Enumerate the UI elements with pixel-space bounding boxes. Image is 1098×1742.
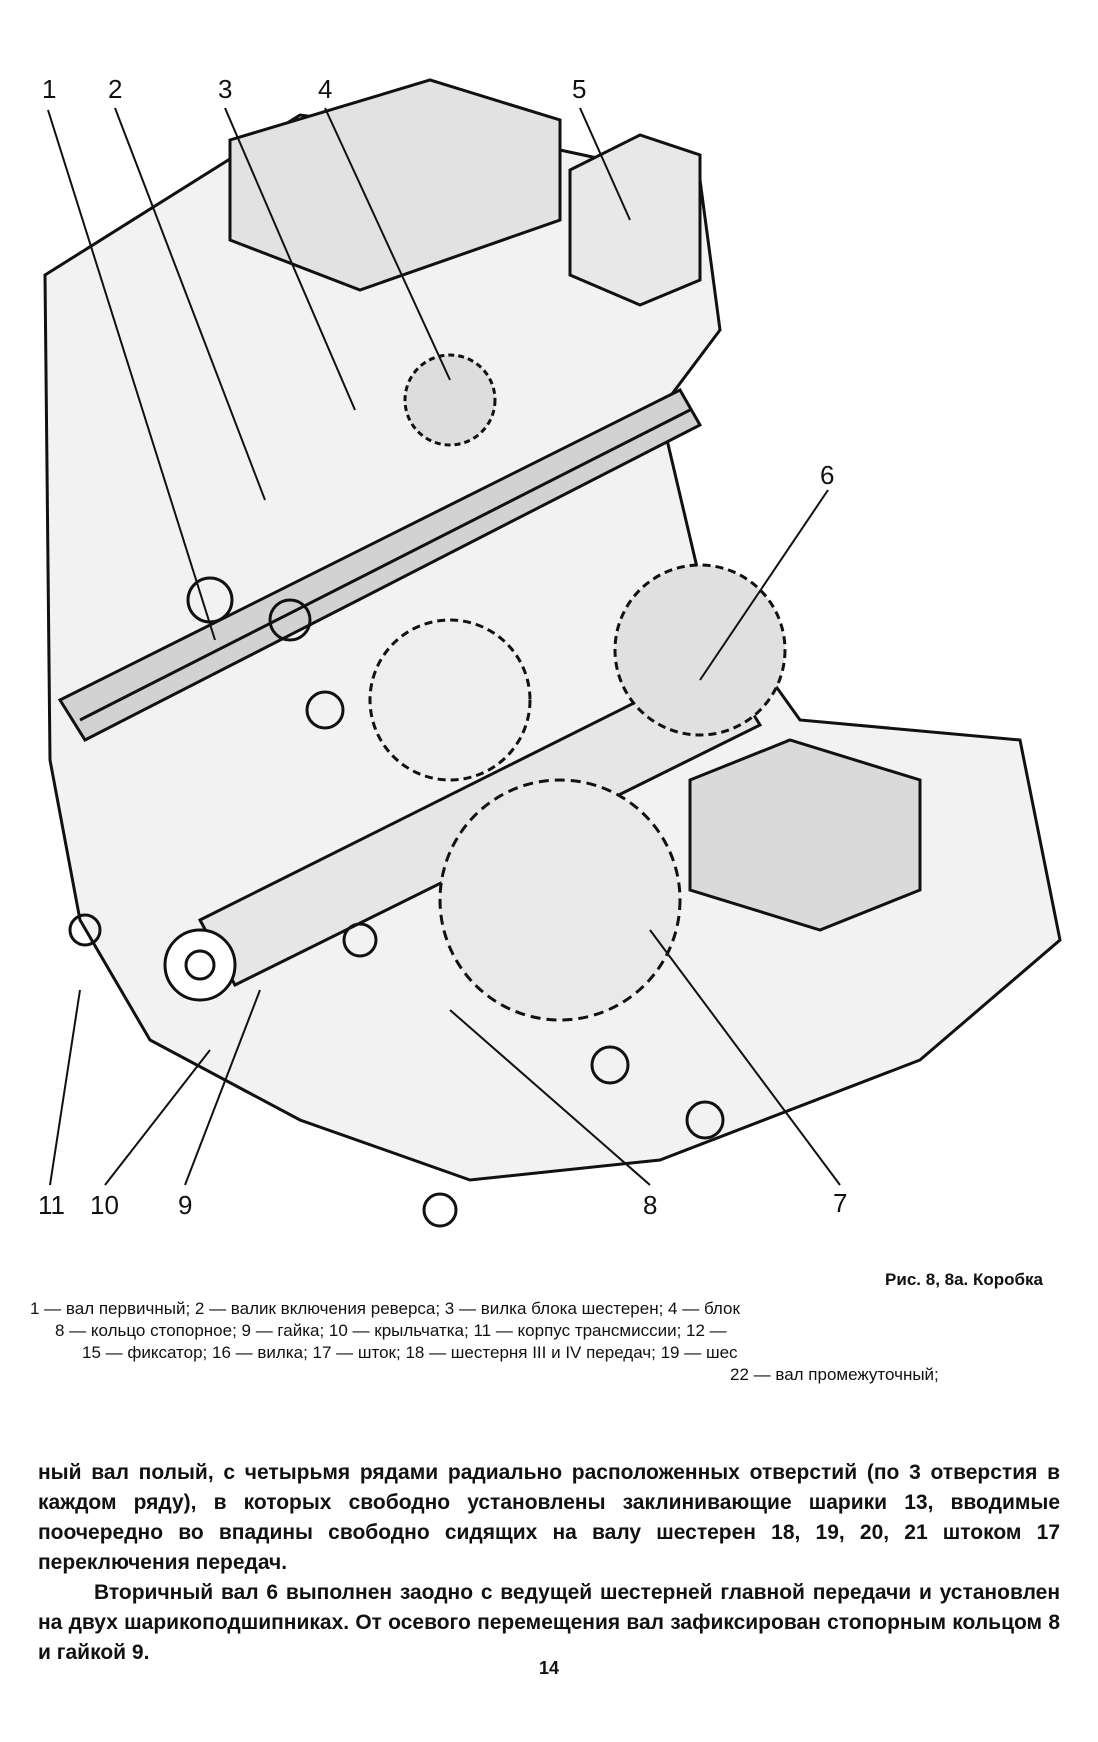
gearbox-drawing [43, 78, 1062, 1228]
figure-legend: 1 — вал первичный; 2 — валик включения р… [30, 1298, 1070, 1386]
page-number: 14 [538, 1658, 560, 1678]
callout-5: 5 [572, 74, 587, 104]
callout-2: 2 [108, 74, 123, 104]
paragraph: Вторичный вал 6 выполнен заодно с ведуще… [38, 1581, 1060, 1664]
callout-10: 10 [90, 1190, 119, 1220]
paragraph: ный вал полый, с четырьмя рядами радиаль… [38, 1461, 1060, 1574]
callout-6: 6 [820, 460, 835, 490]
figure-caption-title: Рис. 8, 8а. Коробка [885, 1270, 1043, 1289]
legend-line: 1 — вал первичный; 2 — валик включения р… [30, 1299, 740, 1318]
callout-8: 8 [643, 1190, 658, 1220]
body-text: ный вал полый, с четырьмя рядами радиаль… [38, 1458, 1060, 1668]
callout-11: 11 [38, 1190, 65, 1220]
callout-7: 7 [833, 1188, 848, 1218]
callout-3: 3 [218, 74, 233, 104]
legend-line: 8 — кольцо стопорное; 9 — гайка; 10 — кр… [55, 1321, 727, 1340]
callout-4: 4 [318, 74, 333, 104]
legend-line: 15 — фиксатор; 16 — вилка; 17 — шток; 18… [82, 1343, 738, 1362]
callout-1: 1 [42, 74, 57, 104]
legend-line: 22 — вал промежуточный; [730, 1365, 939, 1384]
callout-9: 9 [178, 1190, 193, 1220]
gearbox-illustration: 1 2 3 4 5 6 7 8 9 10 11 [0, 60, 1098, 1240]
